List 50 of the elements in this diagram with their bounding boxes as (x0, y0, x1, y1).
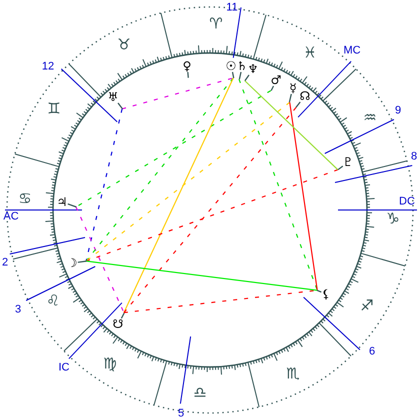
planet-glyph: ♇ (342, 156, 354, 168)
angle-label: MC (343, 46, 361, 56)
aspect-line (86, 260, 318, 291)
zodiac-sign: ♊ (47, 102, 61, 116)
aspect-line (86, 108, 123, 262)
planet-glyph: ♃ (56, 196, 68, 208)
planet-glyph: ♀ (182, 60, 192, 72)
planet-glyph: ☿ (289, 82, 297, 94)
zodiac-sign: ♍ (103, 356, 117, 372)
aspect-line (86, 102, 290, 262)
planet-glyph: ☋ (112, 318, 124, 330)
house-number: 2 (2, 258, 8, 268)
planet-glyph: ♄ (236, 60, 248, 72)
zodiac-sign: ♏ (286, 366, 300, 382)
house-number: 8 (410, 152, 418, 162)
zodiac-sign: ♒ (363, 110, 377, 126)
house-number: 3 (14, 304, 22, 316)
aspect-line (86, 78, 234, 262)
angle-label: IC (58, 362, 70, 374)
planet-glyph: ☉ (226, 60, 236, 72)
house-number: 5 (178, 408, 184, 420)
aspect-line (76, 90, 272, 208)
zodiac-sign: ♐ (360, 298, 374, 314)
planet-glyph: ♆ (248, 63, 258, 75)
planet-glyph: ⚸ (322, 288, 330, 300)
house-number: 6 (368, 346, 376, 358)
aspect-line (122, 77, 234, 110)
planet-glyph: ☊ (300, 90, 310, 102)
angle-label: AC (3, 212, 19, 222)
zodiac-sign: ♑ (386, 212, 400, 226)
aspect-line (244, 80, 338, 170)
aspect-line (238, 79, 318, 290)
aspect-line (123, 78, 234, 313)
aspect-line (123, 107, 297, 313)
house-number: 11 (226, 2, 238, 14)
zodiac-sign: ♉ (117, 38, 131, 52)
house-number: 12 (42, 62, 54, 72)
zodiac-sign: ♋ (18, 192, 32, 206)
aspect-line (289, 102, 318, 290)
planet-glyph: ☽ (66, 257, 78, 269)
angle-label: DC (399, 196, 415, 208)
planet-glyph: ♂ (270, 74, 282, 86)
zodiac-sign: ♎ (193, 386, 207, 400)
aspect-line (86, 169, 338, 262)
zodiac-sign: ♌ (46, 294, 60, 308)
aspect-line (76, 206, 124, 313)
zodiac-sign: ♈ (209, 16, 223, 32)
planet-glyph: ♅ (108, 91, 118, 103)
house-number: 9 (394, 106, 402, 116)
zodiac-sign: ♓ (303, 46, 317, 60)
